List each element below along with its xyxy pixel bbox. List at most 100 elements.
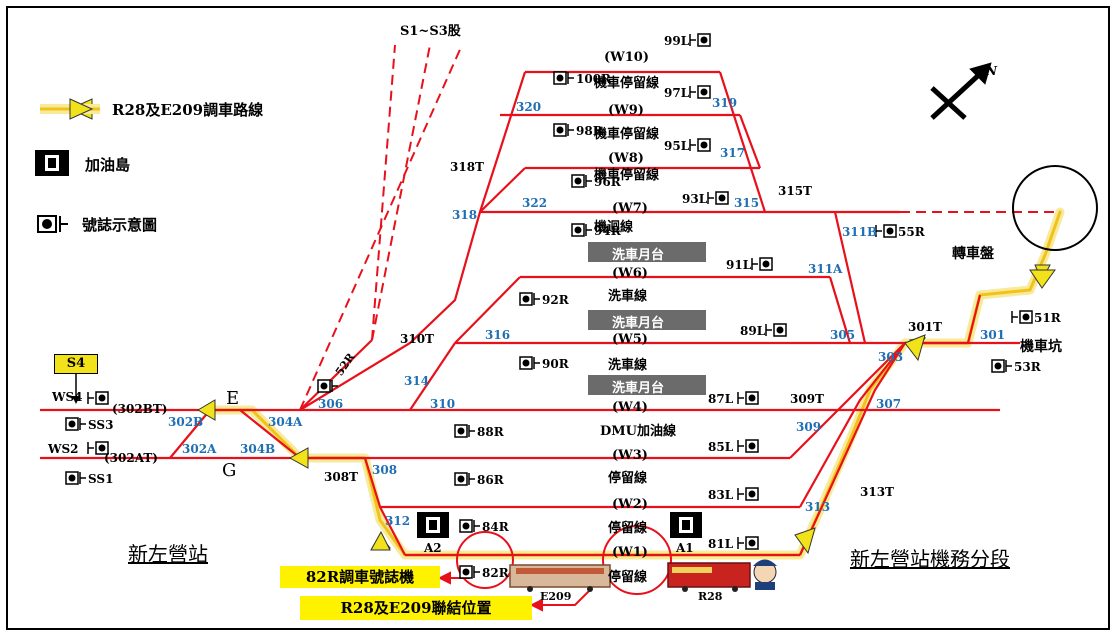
signal-91l-label: 91L [726,258,752,272]
signal-86r-label: 86R [477,473,504,487]
turnout-308t: 308T [324,470,358,484]
turnout-302at: (302AT) [104,451,158,465]
switch-305: 305 [830,328,856,342]
north-arrow-icon [930,62,992,120]
track-w9-desc: 機車停留線 [594,127,660,142]
track-w5-label: (W5) [612,332,648,347]
fuel-island-icon [35,150,69,176]
turnout-318t: 318T [450,160,484,174]
fuel-island-a2-icon [417,512,449,538]
track-w1-desc: 停留線 [608,570,648,585]
branch-label: S1~S3股 [400,24,461,39]
turntable-circle [1012,165,1098,251]
legend-route-label: R28及E209調車路線 [112,101,264,119]
signal-95l-label: 95L [664,139,690,153]
fuel-a1-label: A1 [676,541,694,555]
fuel-island-a1-icon [670,512,702,538]
train-r28-label: R28 [698,590,723,603]
signal-ss3-label: SS3 [88,418,114,432]
track-w6-label: (W6) [612,266,648,281]
switch-308: 308 [372,463,398,477]
signal-89l-label: 89L [740,324,766,338]
wash-platform-label-2: 洗車月台 [612,316,665,331]
switch-304a: 304A [268,415,303,429]
switch-302b: 302B [168,415,204,429]
line-e-label: E [226,388,240,409]
switch-301: 301 [980,328,1006,342]
switch-302a: 302A [182,442,217,456]
signal-legend-icon [37,215,68,233]
station-label: 新左營站 [128,542,208,566]
track-w4-label: (W4) [612,400,648,415]
signal-87l-label: 87L [708,392,734,406]
track-w3-label: (W3) [612,448,648,463]
signal-83l-label: 83L [708,488,734,502]
switch-316: 316 [485,328,511,342]
signal-100r-label: 100R [576,72,612,86]
switch-315: 315 [734,196,760,210]
signal-84r-label: 84R [482,520,509,534]
signal-85l-label: 85L [708,440,734,454]
track-w5-desc: 洗車線 [608,358,648,373]
turnout-301t: 301T [908,320,942,334]
switch-311a: 311A [808,262,843,276]
legend-signal-label: 號誌示意圖 [82,216,158,234]
ladder-right-top [718,71,767,213]
depot-label: 新左營站機務分段 [850,547,1010,571]
switch-317: 317 [720,146,746,160]
track-w2-desc: 停留線 [608,521,648,536]
signal-82r-label: 82R [482,566,509,580]
legend-route-arrow [69,98,94,120]
switch-320: 320 [516,100,542,114]
signal-82r-callout: 82R調車號誌機 [280,566,440,588]
signal-96r-label: 96R [594,175,621,189]
wash-platform-2 [588,310,706,330]
switch-304b: 304B [240,442,276,456]
track-w10-label: (W10) [604,50,649,65]
north-label: N [986,64,997,78]
wash-platform-label-1: 洗車月台 [612,248,665,263]
track-w6-desc: 洗車線 [608,289,648,304]
turnout-313t: 313T [860,485,894,499]
dashed-branches [299,44,1060,411]
track-w1-label: (W1) [612,545,648,560]
s4-box: S4 [54,354,98,374]
signal-51r-label: 51R [1034,311,1061,325]
loco-pit-label: 機車坑 [1020,339,1062,355]
ladder-left [299,71,527,411]
switch-307: 307 [876,397,902,411]
signal-90r-label: 90R [542,357,569,371]
signal-81l-label: 81L [708,537,734,551]
signal-94r-label: 94R [594,224,621,238]
track-w7-label: (W7) [612,201,648,216]
fuel-a2-label: A2 [424,541,442,555]
switch-319: 319 [712,96,738,110]
wash-platform-label-3: 洗車月台 [612,381,665,396]
switch-306: 306 [318,397,344,411]
wash-platform-3 [588,375,706,395]
coupling-callout: R28及E209聯結位置 [300,596,532,620]
signal-93l-label: 93L [682,192,708,206]
signal-99l-label: 99L [664,34,690,48]
track-w7-desc: 機迴線 [594,220,634,235]
track-w8-desc: 機車停留線 [594,168,660,183]
track-w4-desc: DMU加油線 [600,424,677,439]
tracks [40,70,1020,557]
switch-322: 322 [522,196,548,210]
switch-303: 303 [878,350,904,364]
switch-314: 314 [404,374,430,388]
signal-92r-label: 92R [542,293,569,307]
signal-55r-label: 55R [898,225,925,239]
legend-fuel-label: 加油島 [85,156,131,174]
train-r28-icon [667,562,751,592]
diagram-frame [6,6,1110,630]
track-w2-label: (W2) [612,497,648,512]
switch-313: 313 [805,500,831,514]
signal-88r-label: 88R [477,425,504,439]
track-w3-desc: 停留線 [608,471,648,486]
signal-97l-label: 97L [664,86,690,100]
track-w8-label: (W8) [608,151,644,166]
turnout-310t: 310T [400,332,434,346]
train-e209-icon [509,564,611,592]
